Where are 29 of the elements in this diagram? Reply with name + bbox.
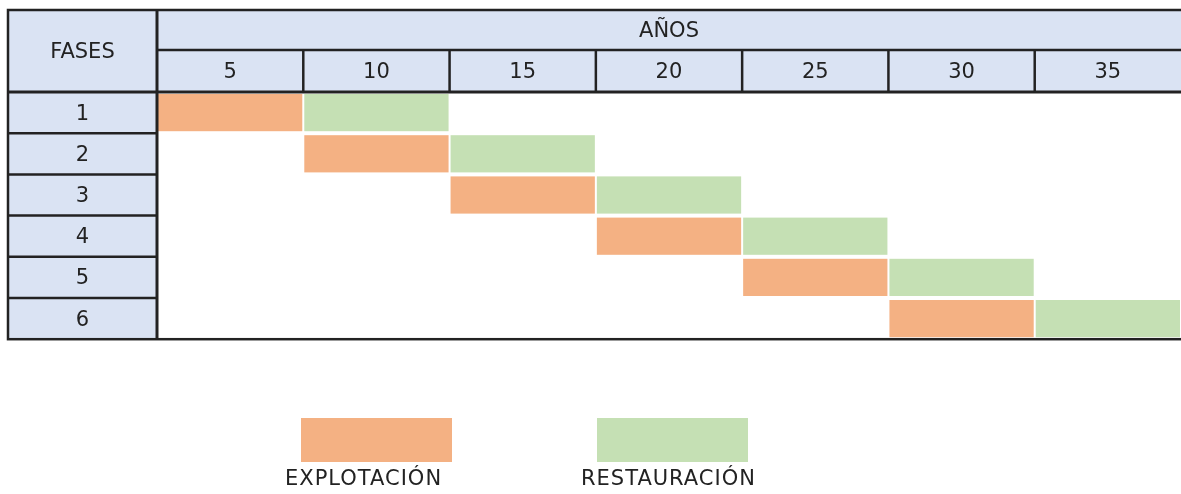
timeline-bar [596,176,742,214]
phase-label: 1 [74,99,91,127]
timeline-bar [743,258,888,296]
year-label: 35 [1093,58,1123,85]
phase-label: 6 [74,305,91,333]
timeline-bar [158,94,303,132]
timeline-bar [304,135,449,173]
phase-label: 4 [74,223,91,251]
year-label: 30 [947,58,976,85]
year-label: 15 [508,58,538,85]
phase-label: 5 [74,264,91,292]
timeline-bar [304,94,449,132]
year-label: 5 [222,58,238,85]
year-label: 25 [800,58,830,85]
timeline-bar [1035,300,1180,338]
year-label: 10 [362,58,391,85]
timeline-bar [889,300,1034,338]
legend-label: RESTAURACIÓN [581,466,756,490]
year-label: 20 [654,58,684,85]
phase-label: 3 [74,182,91,209]
legend-label: EXPLOTACIÓN [285,466,443,490]
timeline-bar [450,176,595,214]
timeline-bar [889,258,1034,296]
timeline-bar [743,217,888,255]
column-header: FASES [49,38,116,65]
phase-label: 2 [74,140,91,168]
timeline-bar [450,135,595,173]
timeline-bar [596,217,742,255]
column-header: AÑOS [638,16,700,44]
